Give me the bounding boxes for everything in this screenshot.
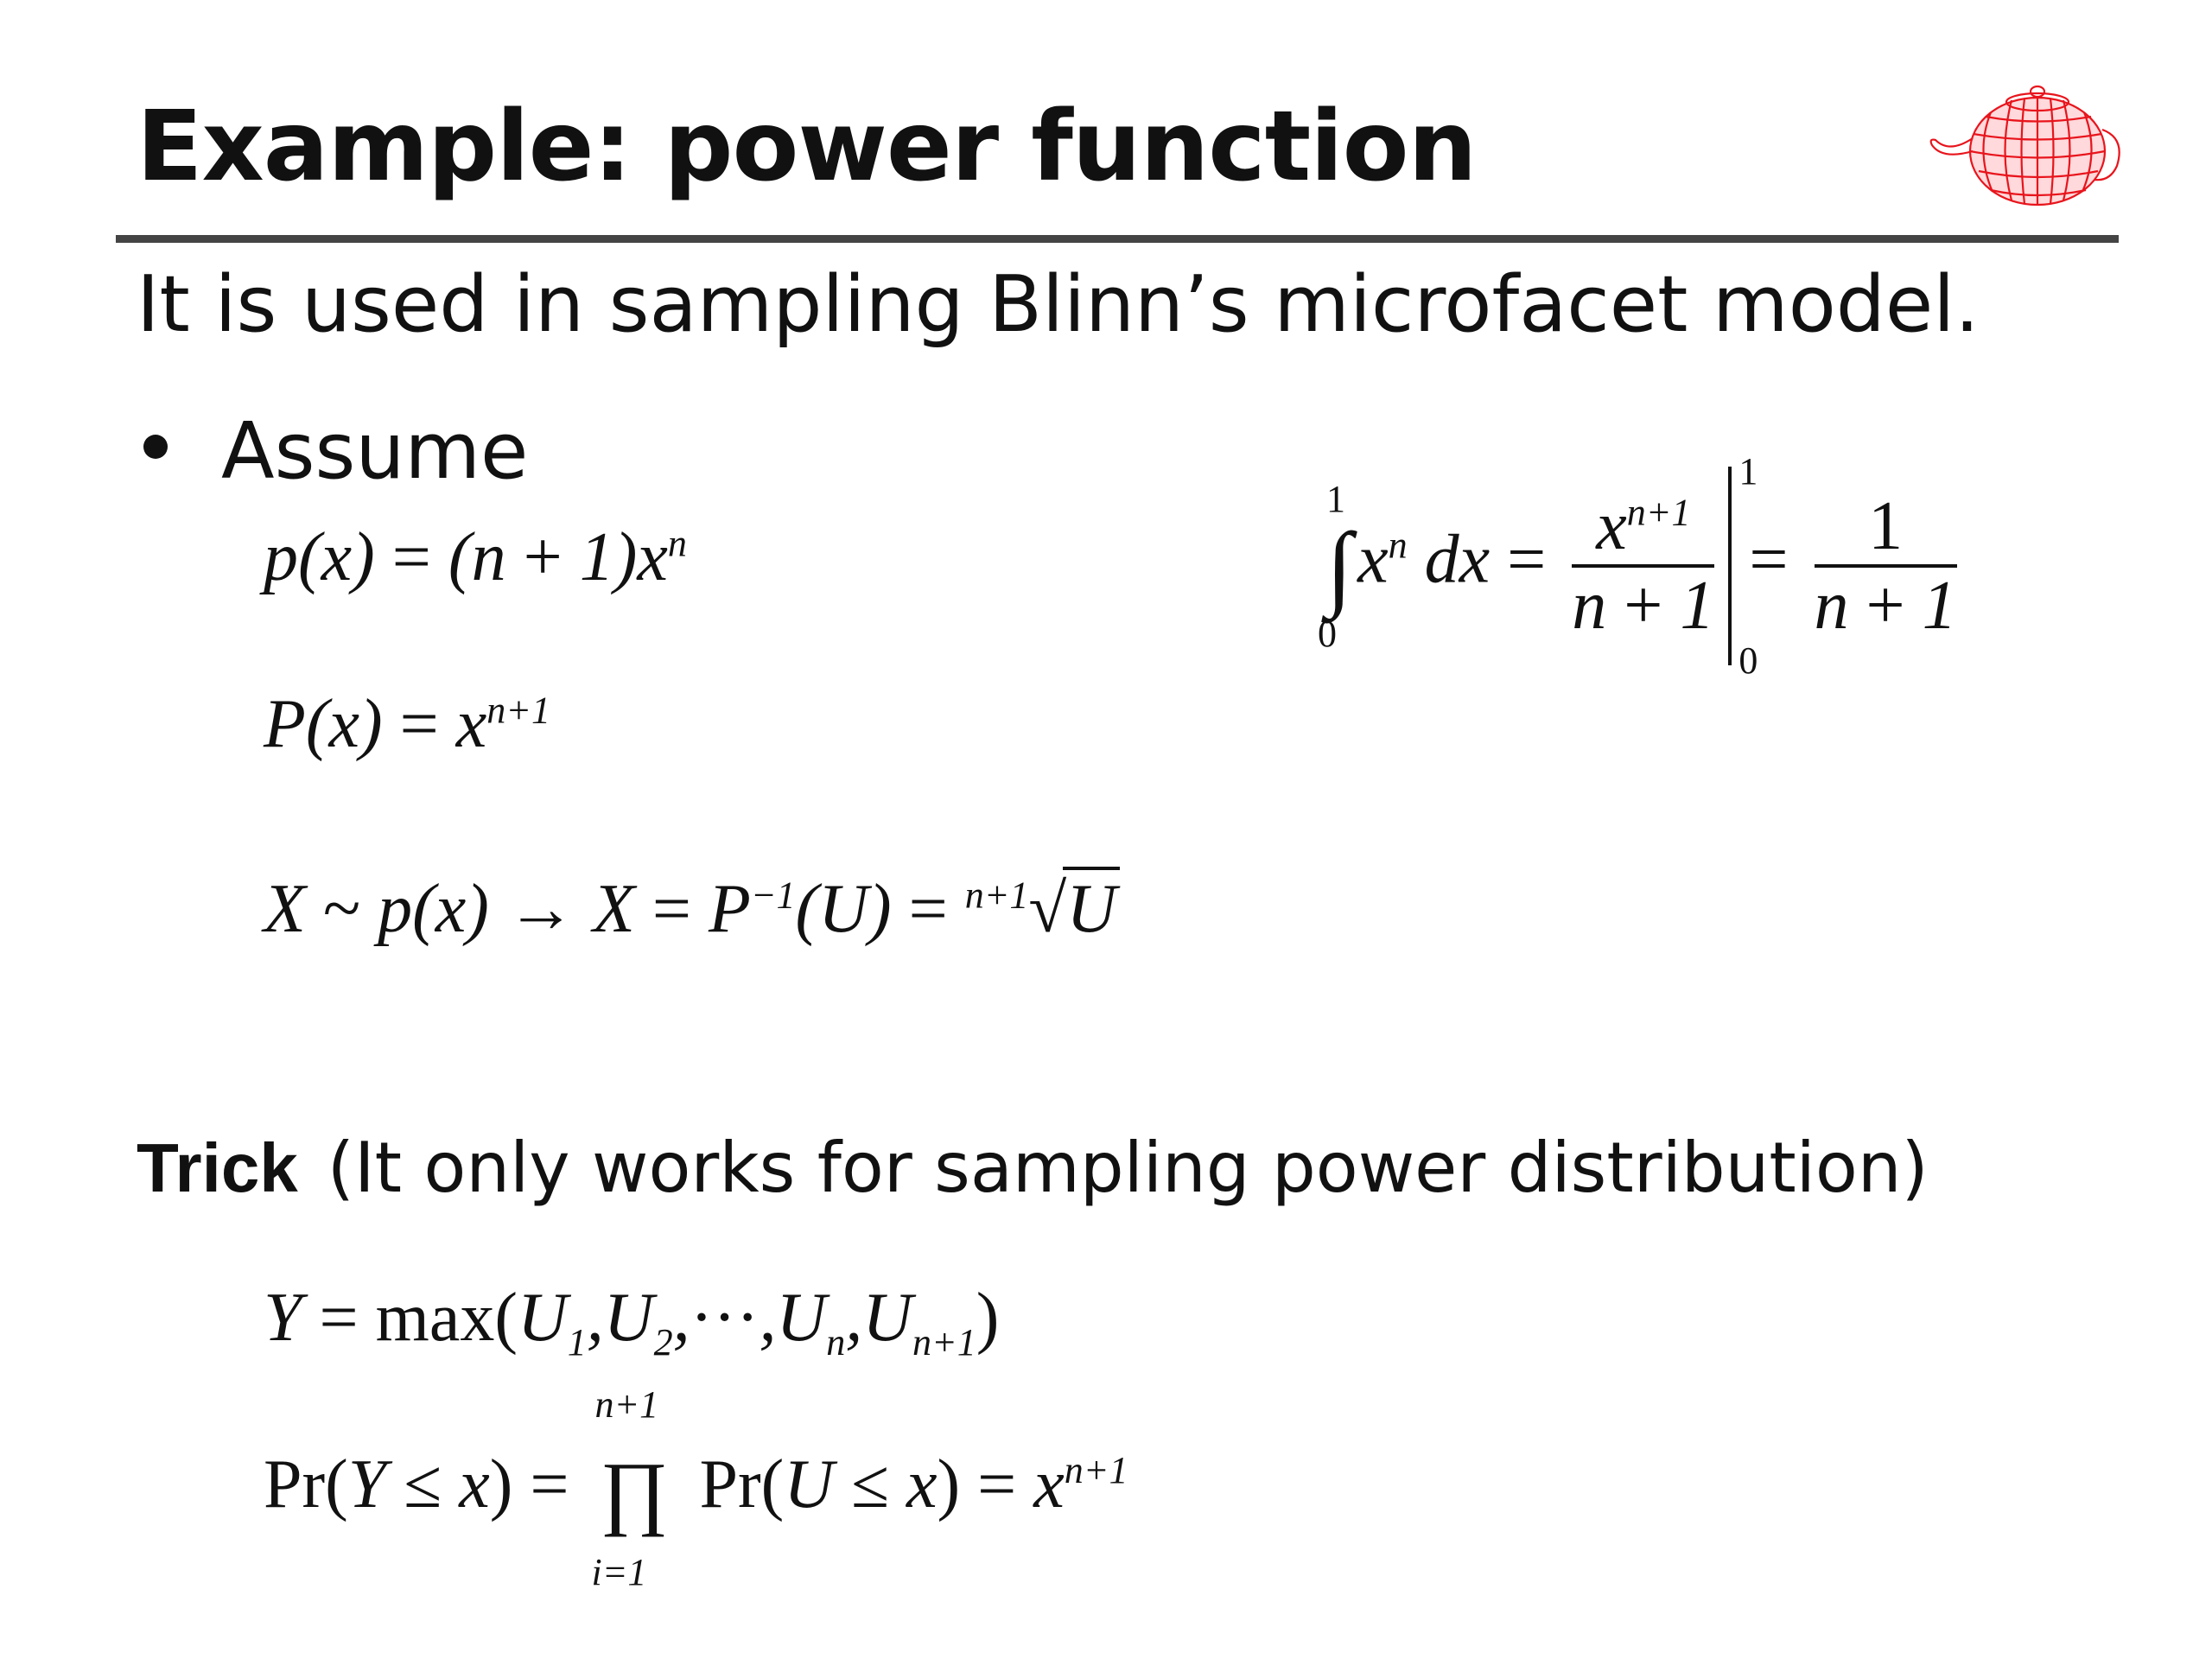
product-sign-icon: n+1∏i=1	[591, 1383, 669, 1593]
equation-pdf: p(x) = (n + 1)xn	[264, 519, 687, 595]
integral-sign-icon: 1∫0	[1318, 477, 1353, 655]
slide-title: Example: power function	[137, 91, 1477, 203]
teapot-logo-icon	[1929, 85, 2120, 207]
trick-line: Trick (It only works for sampling power d…	[137, 1128, 1929, 1208]
bullet-text: Assume	[221, 406, 529, 497]
bullet-assume: Assume	[137, 406, 528, 497]
bullet-dot-icon	[143, 435, 168, 460]
trick-note: (It only works for sampling power distri…	[327, 1128, 1929, 1208]
equation-max: Y = max(U1,U2,···,Un,Un+1)	[264, 1280, 1000, 1363]
equation-inverse: X ~ p(x) → X = P−1(U) = n+1√U	[264, 867, 1121, 949]
slide-subtitle: It is used in sampling Blinn’s microface…	[137, 259, 1980, 350]
trick-label: Trick	[137, 1129, 298, 1206]
title-divider	[116, 235, 2119, 243]
equation-cdf: P(x) = xn+1	[264, 686, 550, 762]
equation-probability: Pr(Y ≤ x) = n+1∏i=1 Pr(U ≤ x) = xn+1	[264, 1383, 1128, 1593]
